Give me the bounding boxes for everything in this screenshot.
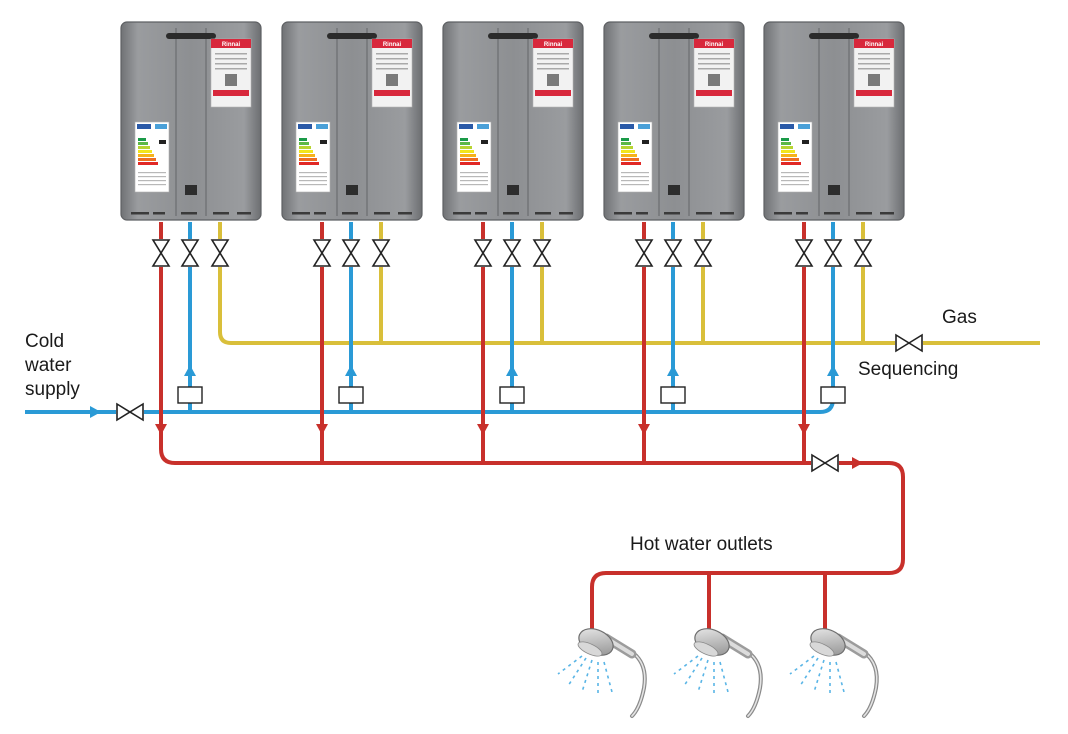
isolation-valve-icon [473, 239, 493, 267]
shower-head-icon [789, 628, 879, 718]
isolation-valve-icon [210, 239, 230, 267]
water-spray [799, 657, 819, 687]
water-heater-unit: Rinnai [281, 21, 423, 221]
water-spray [697, 659, 709, 693]
gas-label: Gas [942, 307, 977, 328]
water-heater-unit: Rinnai [603, 21, 745, 221]
flow-arrow-down-icon [798, 424, 810, 435]
pipe-network [25, 222, 1040, 632]
brand-strip [372, 39, 412, 48]
water-heater-unit: Rinnai [442, 21, 584, 221]
flow-arrow-right-icon [90, 406, 101, 418]
shower-head-icon [557, 628, 647, 718]
flow-arrow-up-icon [667, 365, 679, 376]
qr-code [225, 74, 237, 86]
isolation-valve-icon [312, 239, 332, 267]
water-heater-unit: Rinnai [763, 21, 905, 221]
water-spray [719, 661, 729, 693]
flow-arrow-right-icon [852, 457, 863, 469]
isolation-valve-icon [811, 453, 839, 473]
isolation-valve-icon [663, 239, 683, 267]
sequencing-box-icon [499, 386, 525, 404]
water-spray [835, 661, 845, 693]
flow-arrow-down-icon [155, 424, 167, 435]
flow-arrow-down-icon [477, 424, 489, 435]
sequencing-box-icon [338, 386, 364, 404]
brand-strip [533, 39, 573, 48]
display-window [668, 185, 680, 195]
heater-vent [166, 33, 216, 39]
display-window [828, 185, 840, 195]
shower-outlets [557, 628, 879, 718]
brand-logo: Rinnai [865, 42, 884, 48]
rating-label [210, 38, 252, 108]
isolation-valve-icon [151, 239, 171, 267]
hot-water-outlets-label: Hot water outlets [630, 534, 773, 555]
water-spray [567, 657, 587, 687]
heater-vent [488, 33, 538, 39]
flow-arrow-up-icon [345, 365, 357, 376]
display-window [185, 185, 197, 195]
isolation-valve-icon [794, 239, 814, 267]
isolation-valve-icon [634, 239, 654, 267]
brand-logo: Rinnai [544, 42, 563, 48]
flow-arrow-up-icon [827, 365, 839, 376]
brand-strip [211, 39, 251, 48]
water-spray [673, 655, 699, 675]
water-spray [789, 655, 815, 675]
brand-logo: Rinnai [383, 42, 402, 48]
isolation-valve-icon [823, 239, 843, 267]
flow-arrow-down-icon [638, 424, 650, 435]
water-spray [603, 661, 613, 693]
water-heater-unit: Rinnai [120, 21, 262, 221]
rating-label [371, 38, 413, 108]
water-spray [813, 659, 825, 693]
isolation-valve-icon [341, 239, 361, 267]
flow-arrow-down-icon [316, 424, 328, 435]
qr-code [547, 74, 559, 86]
brand-strip [854, 39, 894, 48]
brand-logo: Rinnai [705, 42, 724, 48]
flow-arrow-up-icon [184, 365, 196, 376]
isolation-valve-icon [180, 239, 200, 267]
water-spray [581, 659, 593, 693]
heater-vent [649, 33, 699, 39]
sequencing-box-icon [177, 386, 203, 404]
isolation-valve-icon [532, 239, 552, 267]
shower-head-icon [673, 628, 763, 718]
qr-code [868, 74, 880, 86]
water-spray [557, 655, 583, 675]
heater-vent [809, 33, 859, 39]
qr-code [386, 74, 398, 86]
rating-label [693, 38, 735, 108]
rating-label [853, 38, 895, 108]
isolation-valve-icon [116, 402, 144, 422]
heater-vent [327, 33, 377, 39]
gas-main-pipe [218, 222, 1040, 345]
sequencing-label: Sequencing [858, 359, 959, 380]
flow-arrow-up-icon [506, 365, 518, 376]
isolation-valve-icon [502, 239, 522, 267]
hot-water-main-pipe [159, 222, 905, 632]
cold-water-supply-label: Cold water supply [25, 331, 80, 400]
isolation-valve-icon [895, 333, 923, 353]
water-spray [683, 657, 703, 687]
valve-set [116, 239, 923, 473]
brand-strip [694, 39, 734, 48]
isolation-valve-icon [853, 239, 873, 267]
heater-row: Rinnai Rinnai Rinnai Rinnai Rinnai [120, 21, 905, 221]
brand-logo: Rinnai [222, 42, 241, 48]
display-window [507, 185, 519, 195]
display-window [346, 185, 358, 195]
isolation-valve-icon [693, 239, 713, 267]
rating-label [532, 38, 574, 108]
qr-code [708, 74, 720, 86]
sequencing-box-icon [660, 386, 686, 404]
isolation-valve-icon [371, 239, 391, 267]
sequencing-box-icon [820, 386, 846, 404]
